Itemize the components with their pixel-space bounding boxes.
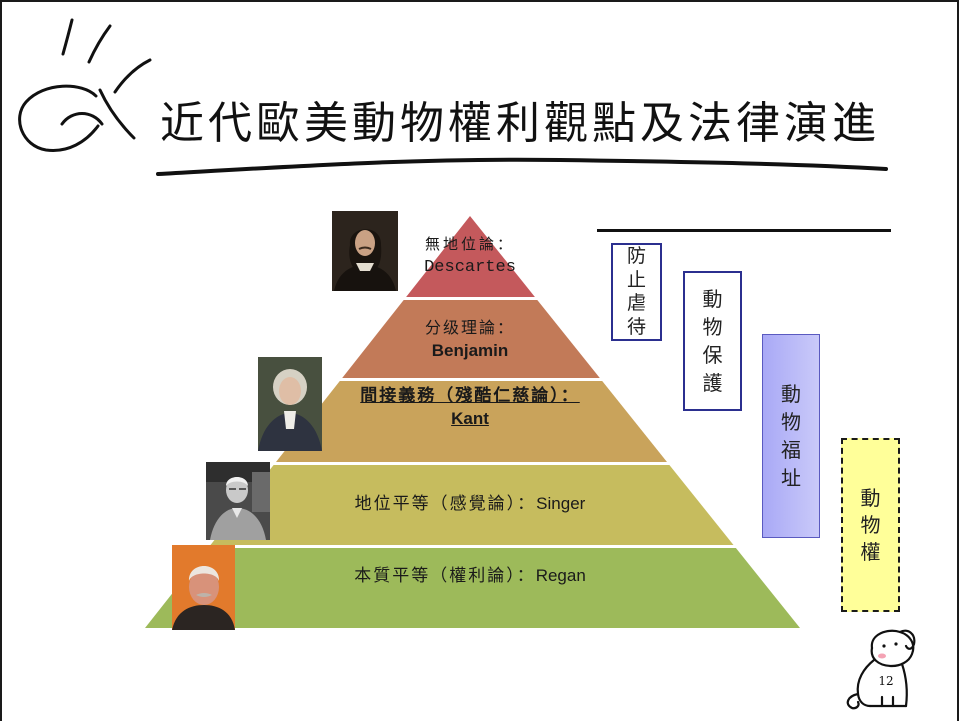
stage-label: 動物權 — [860, 485, 881, 564]
title-underline — [156, 157, 888, 176]
tier-5-philosopher: Regan — [535, 566, 586, 585]
stage-box-animal-protection: 動物保護 — [683, 271, 742, 411]
pyramid-tier-3 — [276, 381, 667, 462]
pyramid-tier-2 — [342, 300, 600, 378]
stage-label: 動物保護 — [702, 287, 723, 395]
regan-portrait — [172, 545, 235, 630]
stage-box-animal-rights: 動物權 — [841, 438, 900, 612]
tier-2-label: 分级理論： — [424, 318, 516, 337]
tier-4-text: 地位平等（感覺論）：Singer — [355, 494, 586, 514]
stage-label: 動物福址 — [781, 382, 801, 490]
pyramid-tier-5 — [145, 548, 800, 628]
tier-5-text: 本質平等（權利論）：Regan — [354, 566, 586, 586]
slide-title: 近代歐美動物權利觀點及法律演進 — [160, 98, 880, 149]
page-number: 12 — [878, 674, 893, 688]
tier-3-label: 間接義務（殘酷仁慈論）： — [360, 386, 580, 406]
tier-4-label: 地位平等（感覺論）： — [354, 494, 537, 514]
header-rule — [597, 229, 891, 232]
pyramid-tier-4 — [210, 465, 734, 545]
tier-3-philosopher: Kant — [451, 409, 489, 428]
stage-label: 防止虐待 — [626, 245, 646, 338]
tier-5-label: 本質平等（權利論）： — [354, 566, 536, 586]
dog-doodle-icon: 12 — [846, 629, 916, 710]
stage-box-prevent-cruelty: 防止虐待 — [611, 243, 662, 341]
pyramid-tier-1 — [406, 216, 535, 297]
stage-box-animal-welfare: 動物福址 — [762, 334, 820, 538]
tier-2-philosopher: Benjamin — [431, 341, 509, 360]
descartes-portrait — [332, 211, 398, 291]
tier-1-philosopher: Descartes — [424, 258, 516, 277]
pyramid — [145, 216, 800, 628]
hand-doodle-icon — [18, 18, 152, 152]
kant-portrait — [258, 357, 322, 451]
singer-portrait — [206, 462, 270, 540]
tier-4-philosopher: Singer — [536, 494, 586, 513]
tier-1-label: 無地位論： — [424, 235, 516, 253]
